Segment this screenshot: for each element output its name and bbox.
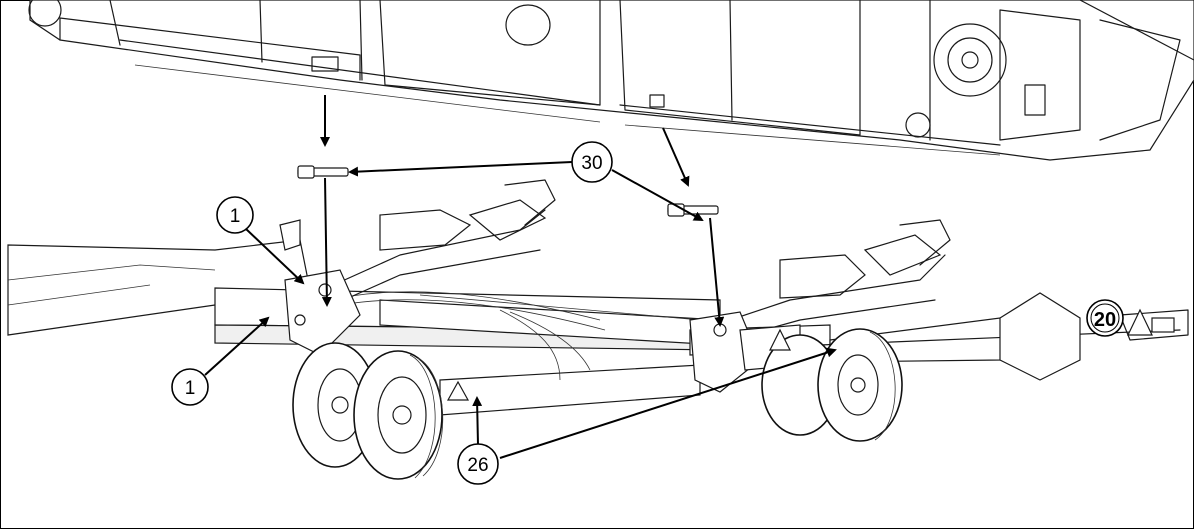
callout-1-upper-label: 1 [230,206,241,227]
left-wheel-set [292,342,444,480]
callout-30: 30 [571,141,613,183]
callout-26-label: 26 [467,455,488,476]
callout-26: 26 [457,443,499,485]
auger-icon [505,4,551,46]
hitch-end: 20 [446,292,1189,401]
callout-1-upper: 1 [216,196,254,234]
arrows [204,95,837,459]
warning-triangle-icon [1127,308,1153,336]
callout-1-lower: 1 [171,368,209,406]
right-cradle-support [689,219,951,393]
speed-sign [1086,299,1124,337]
right-wheel-set [761,328,903,442]
warning-panel [999,292,1081,381]
header-assembly [28,0,1194,161]
callout-1-lower-label: 1 [185,378,196,399]
left-cradle-support [279,179,556,356]
speed-sign-label: 20 [1094,309,1116,331]
callout-30-label: 30 [581,153,602,174]
header-drum-icon [933,23,1007,97]
reflector-triangle-icon [446,380,470,401]
